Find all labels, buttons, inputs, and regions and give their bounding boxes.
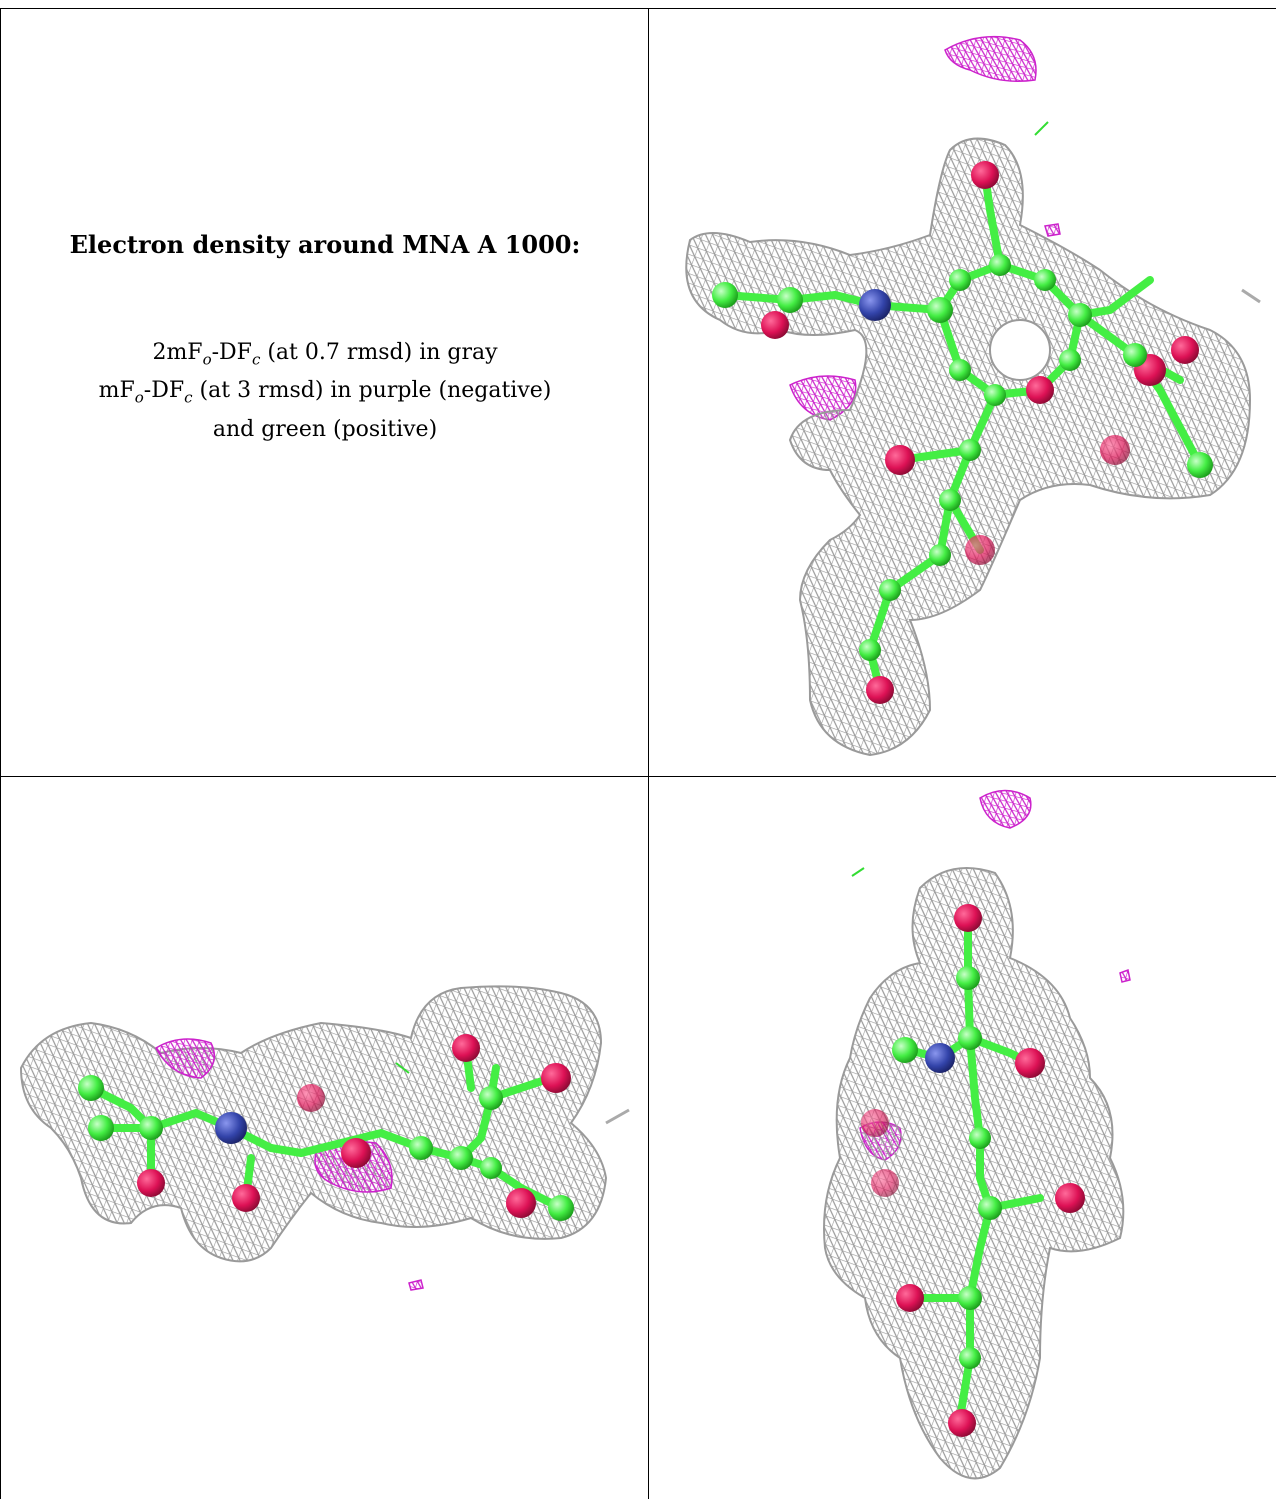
carbon-atom	[978, 1196, 1002, 1220]
oxygen-atom	[896, 1284, 924, 1312]
caption-line-positive: and green (positive)	[212, 416, 438, 442]
oxygen-atom	[506, 1188, 536, 1218]
carbon-atom	[959, 439, 981, 461]
oxygen-atom	[1026, 376, 1054, 404]
carbon-atom	[958, 1286, 982, 1310]
oxygen-atom	[137, 1169, 165, 1197]
oxygen-atom	[1015, 1048, 1045, 1078]
oxygen-atom	[861, 1109, 889, 1137]
oxygen-atom	[866, 676, 894, 704]
carbon-atom	[548, 1195, 574, 1221]
table-top-border	[0, 8, 1276, 9]
carbon-atom	[88, 1115, 114, 1141]
oxygen-atom	[965, 535, 995, 565]
oxygen-atom	[297, 1084, 325, 1112]
molecule-atoms	[861, 904, 1085, 1437]
carbon-atom	[777, 287, 803, 313]
oxygen-atom	[452, 1034, 480, 1062]
carbon-atom	[479, 1086, 503, 1110]
positive-difference-mesh	[851, 867, 865, 877]
carbon-atom	[949, 269, 971, 291]
table-row-divider	[0, 776, 1276, 777]
caption-line-2fofc: 2mFo-DFc (at 0.7 rmsd) in gray	[152, 340, 498, 369]
oxygen-atom	[948, 1409, 976, 1437]
carbon-atom	[892, 1037, 918, 1063]
carbon-atom	[939, 489, 961, 511]
caption-cell: Electron density around MNA A 1000: 2mFo…	[20, 230, 630, 445]
carbon-atom	[958, 1026, 982, 1050]
carbon-atom	[1187, 452, 1213, 478]
oxygen-atom	[1055, 1183, 1085, 1213]
carbon-atom	[409, 1136, 433, 1160]
positive-difference-mesh	[1034, 121, 1049, 136]
oxygen-atom	[1171, 336, 1199, 364]
carbon-atom	[879, 579, 901, 601]
carbon-atom	[139, 1116, 163, 1140]
positive-difference-mesh	[395, 1062, 410, 1074]
oxygen-atom	[761, 311, 789, 339]
carbon-atom	[984, 384, 1006, 406]
oxygen-atom	[954, 904, 982, 932]
carbon-atom	[969, 1127, 991, 1149]
oxygen-atom	[885, 445, 915, 475]
table-left-border	[0, 8, 1, 1499]
carbon-atom	[859, 639, 881, 661]
carbon-atom	[949, 359, 971, 381]
caption-line-fofc: mFo-DFc (at 3 rmsd) in purple (negative)	[98, 378, 552, 407]
carbon-atom	[989, 254, 1011, 276]
carbon-atom	[1059, 349, 1081, 371]
oxygen-atom	[232, 1184, 260, 1212]
caption-title: Electron density around MNA A 1000:	[69, 230, 581, 259]
density-view-side	[1, 778, 647, 1498]
carbon-atom	[1123, 343, 1147, 367]
gray-mesh-fragment	[605, 1108, 630, 1125]
carbon-atom	[78, 1075, 104, 1101]
gray-mesh-fragment	[1241, 288, 1261, 304]
oxygen-atom	[871, 1169, 899, 1197]
nitrogen-atom	[925, 1043, 955, 1073]
carbon-atom	[449, 1146, 473, 1170]
gray-density-mesh	[823, 867, 1125, 1480]
carbon-atom	[1034, 269, 1056, 291]
carbon-atom	[929, 544, 951, 566]
negative-difference-mesh	[789, 35, 1061, 421]
carbon-atom	[480, 1157, 502, 1179]
carbon-atom	[712, 282, 738, 308]
carbon-atom	[956, 966, 980, 990]
carbon-atom	[1068, 303, 1092, 327]
molecule-atoms	[78, 1034, 574, 1221]
density-view-top	[650, 10, 1274, 774]
nitrogen-atom	[859, 289, 891, 321]
ring-hole	[989, 319, 1051, 381]
oxygen-atom	[971, 161, 999, 189]
carbon-atom	[927, 297, 953, 323]
density-view-end	[650, 778, 1274, 1498]
table-column-divider	[648, 8, 649, 1499]
carbon-atom	[959, 1347, 981, 1369]
oxygen-atom	[541, 1063, 571, 1093]
oxygen-atom	[1100, 435, 1130, 465]
oxygen-atom	[341, 1138, 371, 1168]
nitrogen-atom	[215, 1112, 247, 1144]
molecule-atoms	[712, 161, 1213, 704]
